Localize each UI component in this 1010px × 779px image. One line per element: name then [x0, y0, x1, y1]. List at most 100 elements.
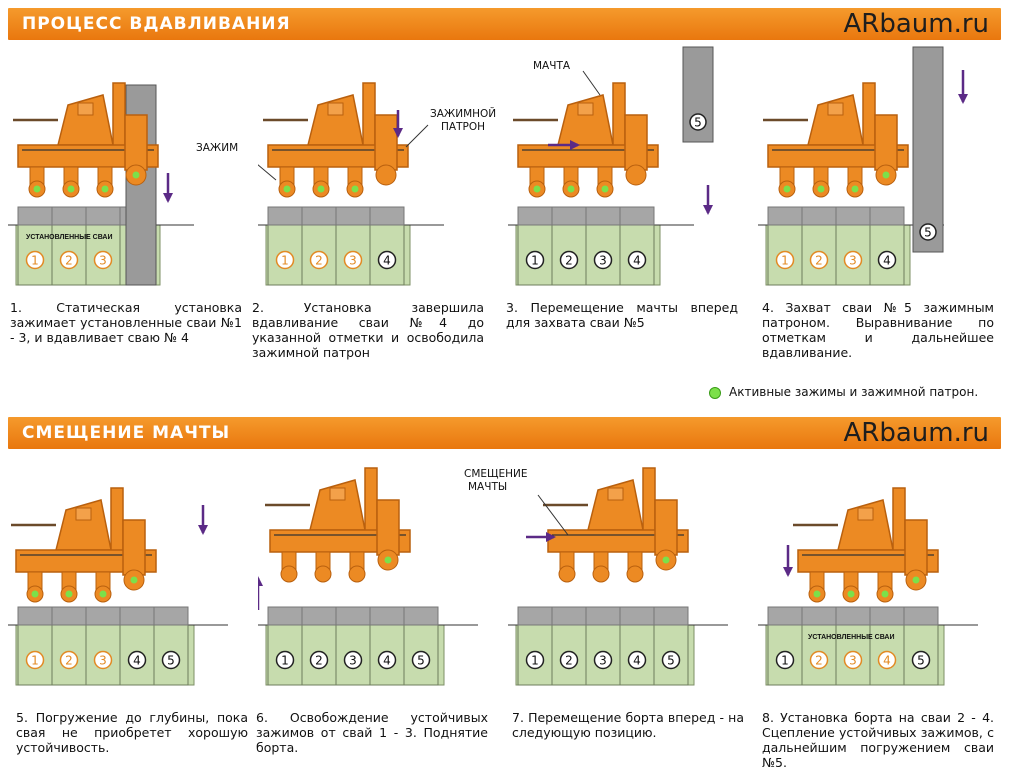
pile-number-circle	[377, 250, 397, 270]
section-title: СМЕЩЕНИЕ МАЧТЫ	[22, 423, 231, 443]
pile-number: 5	[694, 116, 702, 130]
mast-pointer-line	[582, 70, 601, 96]
pile-head	[835, 206, 871, 226]
pile-number: 2	[815, 654, 823, 668]
pile-number-circle	[59, 650, 79, 670]
pile-number: 3	[849, 654, 857, 668]
chuck-label-line1: ЗАЖИМНОЙ	[430, 108, 497, 120]
chuck-head	[625, 164, 647, 186]
clamping-chuck	[904, 519, 928, 576]
mast	[862, 82, 876, 154]
pile-number-circle	[343, 650, 363, 670]
mast	[362, 82, 376, 154]
active-clamp-icon	[101, 185, 109, 193]
active-clamp-icon	[847, 590, 855, 598]
pile-number: 4	[383, 654, 391, 668]
pile-number-circle	[309, 250, 329, 270]
step-5-caption: 5. Погружение до глубины, пока свая не п…	[16, 710, 248, 755]
pile-number: 3	[849, 254, 857, 268]
pile-head	[403, 606, 439, 626]
pile-number: 2	[315, 254, 323, 268]
pile-head	[767, 606, 803, 626]
step-2-caption: 2. Установка завершила вдавливание сваи …	[252, 300, 484, 360]
pile-number-circle	[377, 650, 397, 670]
active-clamp-icon	[813, 590, 821, 598]
active-chuck-icon	[662, 556, 670, 564]
clamping-chuck	[376, 499, 400, 556]
pile-number-circle	[525, 650, 545, 670]
pile-number-circle	[911, 650, 931, 670]
brand-logo-text: ARbaum.ru	[843, 418, 989, 448]
active-clamp-icon	[851, 185, 859, 193]
clamping-chuck	[374, 114, 398, 171]
pile-number: 1	[281, 654, 289, 668]
pile-number: 2	[565, 654, 573, 668]
step-4-caption: 4. Захват сваи №5 зажимным патроном. Выр…	[762, 300, 994, 360]
direction-arrow-head-icon	[570, 140, 580, 150]
clamp-foot	[280, 565, 298, 583]
active-clamp-icon	[99, 590, 107, 598]
pile-number-circle	[161, 650, 181, 670]
clamp-foot	[626, 565, 644, 583]
active-chuck-icon	[384, 556, 392, 564]
installed-piles-label: УСТАНОВЛЕННЫЕ СВАИ	[26, 234, 113, 241]
pile-number-circle	[877, 650, 897, 670]
pile-number: 1	[781, 654, 789, 668]
pile-head	[51, 606, 87, 626]
pile-number-circle	[411, 650, 431, 670]
pile-number: 3	[99, 254, 107, 268]
chuck-label-line2: ПАТРОН	[441, 121, 485, 133]
pile-head	[619, 206, 655, 226]
pile-head	[653, 606, 689, 626]
pile-head	[869, 606, 905, 626]
step-7-caption: 7. Перемещение борта вперед - на следующ…	[512, 710, 744, 740]
direction-arrow-head-icon	[258, 576, 263, 586]
pile-number: 5	[924, 226, 932, 240]
pile-number-circle	[25, 250, 45, 270]
cab-window	[577, 102, 594, 116]
pile-head	[335, 206, 371, 226]
pile-head	[517, 206, 553, 226]
direction-arrow-head-icon	[783, 567, 793, 577]
pile-head	[585, 206, 621, 226]
pile-number-circle	[689, 113, 707, 131]
pile-number-circle	[775, 650, 795, 670]
pile-head	[767, 206, 803, 226]
direction-arrow-head-icon	[163, 193, 173, 203]
pile-number: 5	[417, 654, 425, 668]
installed-piles-label: УСТАНОВЛЕННЫЕ СВАИ	[808, 634, 895, 641]
mast-shift-label-line2: МАЧТЫ	[468, 481, 508, 493]
pile-number: 3	[599, 254, 607, 268]
mast	[642, 467, 656, 539]
chuck-pointer-line	[405, 124, 429, 148]
pile-head	[835, 606, 871, 626]
pile-number: 1	[31, 254, 39, 268]
pile-number: 3	[349, 254, 357, 268]
active-clamp-icon	[31, 590, 39, 598]
pile-number-circle	[93, 250, 113, 270]
pile-number-circle	[809, 650, 829, 670]
pile-number-circle	[809, 250, 829, 270]
cab-window	[607, 487, 624, 501]
brand-logo-text: ARbaum.ru	[843, 9, 989, 39]
step-3-caption: 3. Перемещение мачты вперед для захвата …	[506, 300, 738, 330]
cab-window	[77, 102, 94, 116]
cab-window	[75, 507, 92, 521]
pile-number-circle	[877, 250, 897, 270]
active-chuck-icon	[882, 171, 890, 179]
active-clamp-icon	[783, 185, 791, 193]
pile-head	[51, 206, 87, 226]
pile-head	[335, 606, 371, 626]
pile-number: 5	[667, 654, 675, 668]
clamping-chuck	[122, 519, 146, 576]
step-6-caption: 6. Освобождение устойчивых зажимов от св…	[256, 710, 488, 755]
active-clamp-icon	[533, 185, 541, 193]
pile-head	[301, 206, 337, 226]
pile-number-circle	[127, 650, 147, 670]
active-clamp-icon	[881, 590, 889, 598]
pile-head	[267, 606, 303, 626]
pile-number-circle	[559, 650, 579, 670]
